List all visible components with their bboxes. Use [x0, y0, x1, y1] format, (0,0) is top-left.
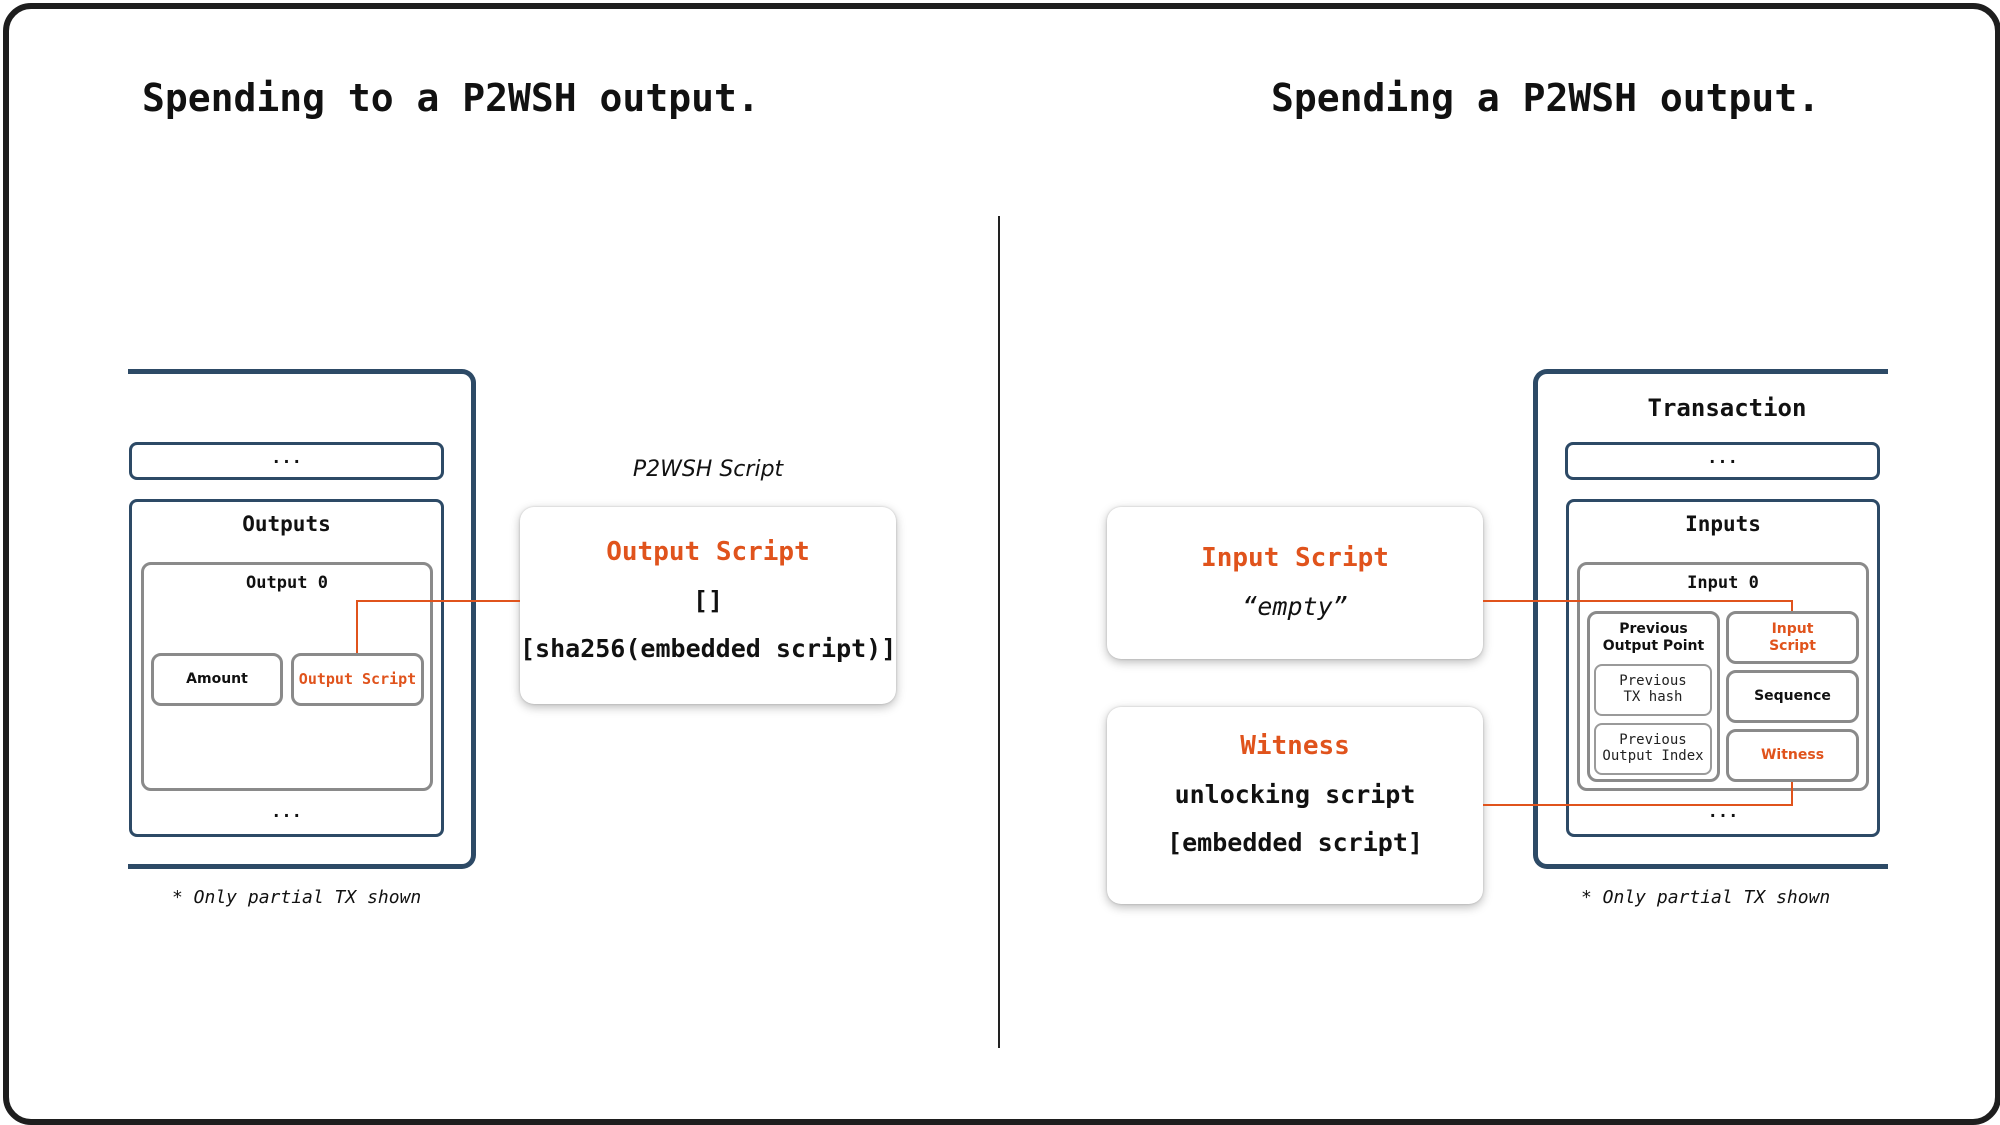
witness-connector	[1483, 782, 1793, 806]
transaction-title: Transaction	[1647, 394, 1807, 422]
output0-label: Output 0	[246, 573, 328, 593]
previous-output-index-field	[1594, 723, 1712, 775]
outputs-label: Outputs	[242, 512, 331, 536]
right-partial-note: * Only partial TX shown	[1581, 887, 1831, 908]
previous-tx-hash-label-2: TX hash	[1623, 689, 1683, 705]
amount-label: Amount	[186, 671, 248, 687]
input-script-field-label-1: Input	[1771, 621, 1814, 637]
right-title: Spending a P2WSH output.	[1271, 76, 1821, 120]
input-script-card-title: Input Script	[1201, 543, 1389, 573]
output-script-field-label: Output Script	[298, 670, 417, 688]
right-ellipsis-box	[1565, 442, 1880, 480]
left-ellipsis-box	[129, 442, 444, 480]
previous-output-point-label-2: Output Point	[1602, 638, 1705, 654]
witness-card	[1107, 707, 1483, 904]
input-script-field	[1726, 611, 1859, 664]
witness-field-label: Witness	[1760, 747, 1825, 763]
p2wsh-card-line1: []	[692, 586, 724, 615]
previous-tx-hash-field	[1594, 664, 1712, 716]
right-ellipsis-bottom: ...	[1707, 802, 1739, 822]
left-ellipsis-top: ...	[271, 448, 302, 468]
sequence-field	[1726, 670, 1859, 723]
sequence-label: Sequence	[1754, 688, 1831, 704]
witness-field	[1726, 729, 1859, 782]
witness-card-line1: unlocking script	[1174, 780, 1416, 809]
left-ellipsis-bottom: ...	[271, 802, 302, 822]
input-script-card	[1107, 507, 1483, 659]
input-script-card-value: “empty”	[1242, 592, 1348, 621]
left-partial-note: * Only partial TX shown	[172, 887, 422, 908]
p2wsh-caption: P2WSH Script	[632, 457, 784, 482]
input0-label: Input 0	[1687, 573, 1759, 593]
right-ellipsis-top: ...	[1707, 448, 1738, 468]
left-title: Spending to a P2WSH output.	[142, 76, 760, 120]
inputs-label: Inputs	[1685, 512, 1761, 536]
previous-output-index-label-1: Previous	[1619, 732, 1687, 748]
previous-output-index-label-2: Output Index	[1602, 748, 1704, 764]
witness-card-line2: [embedded script]	[1167, 828, 1423, 857]
previous-tx-hash-label-1: Previous	[1619, 673, 1687, 689]
p2wsh-script-card	[520, 507, 896, 704]
output-script-field	[291, 653, 424, 706]
p2wsh-card-line2: [sha256(embedded script)]	[520, 634, 897, 663]
output-script-connector	[356, 600, 520, 653]
previous-output-point-label-1: Previous	[1619, 621, 1688, 637]
input-script-connector	[1483, 600, 1793, 611]
amount-field	[151, 653, 283, 706]
input-script-field-label-2: Script	[1769, 638, 1816, 654]
p2wsh-card-title: Output Script	[606, 537, 810, 567]
center-divider	[998, 216, 1000, 1048]
witness-card-title: Witness	[1240, 731, 1350, 761]
